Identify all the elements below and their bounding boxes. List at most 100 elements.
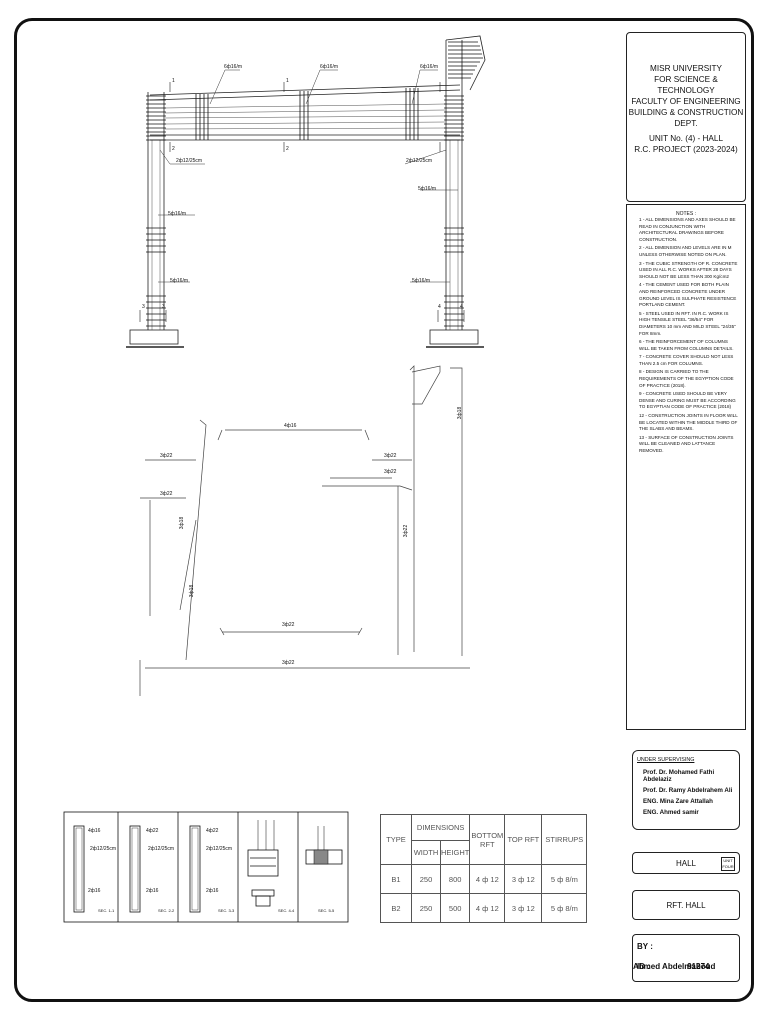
project-header: MISR UNIVERSITY FOR SCIENCE & TECHNOLOGY… (626, 32, 746, 202)
supervising-title: UNDER SUPERVISING (637, 757, 695, 763)
section-bar-label: 2ф16 (88, 888, 101, 894)
section-mark: 1 (286, 78, 289, 84)
section-bar-label: 4ф22 (206, 828, 219, 834)
section-title: SEC. 5-5 (318, 908, 335, 913)
note-item: 13 - SURFACE OF CONSTRUCTION JOINTS WILL… (639, 434, 734, 453)
supervisor-name: ENG. Ahmed samir (643, 809, 699, 816)
bar-label: 3ф18 (179, 516, 186, 530)
sections-panel (63, 811, 349, 923)
section-mark: 2 (286, 146, 289, 152)
section-bar-label: 2ф12/25cm (90, 846, 117, 852)
schedule-cell: 4 ф 12 (469, 864, 506, 894)
id-label: ID : (637, 962, 650, 971)
section-title: SEC. 3-3 (218, 908, 235, 913)
column-bar-label: 5ф16/m (168, 211, 187, 217)
project-name: R.C. PROJECT (2023-2024) (634, 145, 738, 154)
schedule-cell: B1 (380, 864, 412, 894)
schedule-cell: 3 ф 12 (504, 864, 543, 894)
bar-label: 3ф18 (189, 584, 196, 598)
bar-label: 6ф16/m (420, 64, 439, 70)
unit-name: UNIT No. (4) - HALL (648, 134, 723, 143)
section-mark: 4 (460, 304, 463, 310)
schedule-header: TYPE (380, 814, 412, 865)
schedule-cell: 3 ф 12 (504, 893, 543, 923)
schedule-cell: B2 (380, 893, 412, 923)
schedule-cell: 5 ф 8/m (541, 893, 588, 923)
section-bar-label: 2ф12/25cm (148, 846, 175, 852)
section-markers (139, 82, 465, 322)
by-label: BY : (637, 942, 653, 951)
author-name: Ahmed Abdelmaboud (633, 962, 716, 971)
section-mark: 3 (142, 304, 145, 310)
note-item: 4 - THE CEMENT USED FOR BOTH PLAIN AND R… (639, 282, 737, 308)
supervisor-name: Prof. Dr. Mohamed Fathi Abdelaziz (643, 769, 715, 783)
section-bar-label: 4ф22 (146, 828, 159, 834)
notes-title: NOTES : (675, 211, 696, 217)
supervisor-name: Prof. Dr. Ramy Abdelrahem Ali (643, 787, 733, 794)
author-box: BY : Ahmed Abdelmaboud ID : 91274 (632, 934, 740, 982)
bar-label: 6ф16/m (224, 64, 243, 70)
bar-label: 6ф16/m (320, 64, 339, 70)
schedule-subheader: HEIGHT (439, 840, 471, 865)
university-name: FOR SCIENCE & TECHNOLOGY (654, 75, 718, 95)
bar-details (139, 365, 470, 696)
schedule-cell: 4 ф 12 (469, 893, 506, 923)
section-mark: 2 (172, 146, 175, 152)
schedule-cell: 5 ф 8/m (541, 864, 588, 894)
sheet-name: HALL (675, 859, 696, 868)
note-item: 6 - THE REINFORCEMENT OF COLUMNS WILL BE… (639, 339, 734, 351)
section-mark: 3 (162, 304, 165, 310)
bar-label: 3ф22 (282, 660, 295, 666)
section-title: SEC. 4-4 (278, 908, 295, 913)
schedule-header: TOP RFT (504, 814, 543, 865)
schedule-header: DIMENSIONS (410, 814, 471, 841)
schedule-cell: 800 (439, 864, 471, 894)
bar-label: 3ф22 (384, 469, 397, 475)
drawing-border (14, 18, 754, 1002)
faculty-name: FACULTY OF ENGINEERING (631, 97, 741, 106)
note-item: 8 - DESIGN IS CARRIED TO THE REQUIREMENT… (639, 369, 734, 388)
drawing-name: RFT. HALL (666, 901, 706, 910)
note-item: 12 - CONSTRUCTION JOINTS IN FLOOR WILL B… (639, 413, 738, 432)
bar-label: 3ф22 (403, 524, 410, 538)
notes-panel: NOTES : 1 - ALL DIMENSIONS AND AXES SHOU… (626, 204, 746, 730)
frame-elevation (126, 35, 486, 348)
note-item: 5 - STEEL USED IN RFT. IN R.C. WORK IS H… (639, 310, 736, 336)
schedule-cell: 250 (411, 893, 441, 923)
column-bar-label: 5ф16/m (412, 278, 431, 284)
department-name: BUILDING & CONSTRUCTION DEPT. (628, 108, 744, 128)
bar-label: 3ф22 (160, 491, 173, 497)
section-mark: 1 (172, 78, 175, 84)
supervisor-name: ENG. Mina Zare Attallah (643, 798, 713, 805)
section-mark: 4 (438, 304, 441, 310)
bar-label: 3ф22 (282, 622, 295, 628)
section-title: SEC. 2-2 (158, 908, 175, 913)
leader-lines (158, 69, 458, 283)
note-item: 1 - ALL DIMENSIONS AND AXES SHOULD BE RE… (639, 217, 736, 242)
section-bar-label: 2ф12/25cm (206, 846, 233, 852)
schedule-cell: 500 (439, 893, 471, 923)
bar-label: 3ф18 (457, 406, 464, 420)
section-bar-label: 2ф16 (206, 888, 219, 894)
section-bar-label: 2ф16 (146, 888, 159, 894)
title-block: MISR UNIVERSITY FOR SCIENCE & TECHNOLOGY… (626, 32, 746, 982)
beam-schedule-table: TYPE DIMENSIONS BOTTOM RFT TOP RFT STIRR… (380, 814, 588, 923)
section-title: SEC. 1-1 (98, 908, 115, 913)
note-item: 7 - CONCRETE COVER SHOULD NOT LESS THAN … (639, 354, 734, 366)
bar-label: 4ф16 (284, 423, 297, 429)
stirrup-label: 2ф12/25cm (176, 158, 203, 164)
schedule-header: STIRRUPS (541, 814, 588, 865)
note-item: 2 - ALL DIMENSION AND LEVELS ARE IN M UN… (639, 245, 732, 257)
supervisors-panel: UNDER SUPERVISING Prof. Dr. Mohamed Fath… (632, 750, 740, 830)
author-id: 91274 (687, 962, 710, 971)
stirrup-label: 2ф12/25cm (406, 158, 433, 164)
note-item: 3 - THE CUBIC STRENGTH OF R. CONCRETE US… (639, 260, 738, 279)
section-bar-label: 4ф16 (88, 828, 101, 834)
schedule-subheader: WIDTH (411, 840, 441, 865)
column-bar-label: 5ф16/m (418, 186, 437, 192)
note-item: 9 - CONCRETE USED SHOULD BE VERY DENSE A… (639, 391, 736, 410)
drawing-name-box: RFT. HALL (632, 890, 740, 920)
stirrup-hatching (146, 41, 483, 327)
section-hatching (257, 820, 325, 850)
